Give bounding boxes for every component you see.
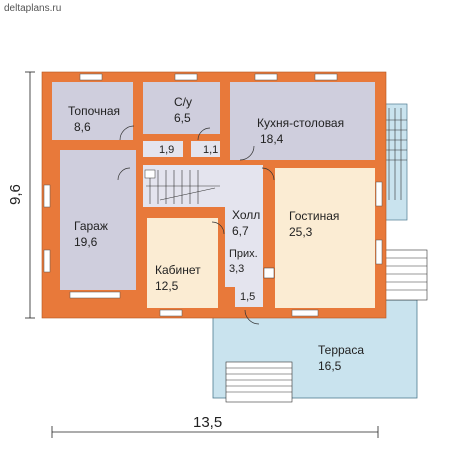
room-closet-a — [143, 141, 183, 157]
label-entry-name: Прих. — [229, 248, 258, 260]
label-entry-area: 3,3 — [229, 263, 244, 275]
label-closet-c-area: 1,5 — [240, 291, 255, 303]
doors — [117, 125, 275, 325]
dimension-height-label: 9,6 — [7, 184, 24, 205]
label-garage-name: Гараж — [74, 219, 108, 233]
room-closet-c — [235, 287, 263, 307]
room-entry — [227, 255, 263, 283]
label-kitchen-area: 18,4 — [260, 132, 284, 146]
room-bath — [143, 82, 220, 134]
label-living-area: 25,3 — [289, 225, 313, 239]
label-garage-area: 19,6 — [74, 235, 98, 249]
dimension-width-label: 13,5 — [193, 414, 222, 431]
label-bath-area: 6,5 — [174, 111, 191, 125]
windows — [43, 73, 383, 317]
terrace-steps — [225, 361, 293, 403]
label-hall-area: 6,7 — [232, 224, 249, 238]
label-boiler-name: Топочная — [68, 104, 120, 118]
side-stairs-upper — [382, 103, 408, 221]
fireplace-marker — [263, 267, 275, 279]
side-stairs-lower — [382, 249, 428, 301]
room-living — [275, 168, 375, 308]
label-hall-name: Холл — [232, 208, 260, 222]
label-study-area: 12,5 — [155, 279, 179, 293]
label-terrace-area: 16,5 — [318, 359, 342, 373]
room-study — [147, 218, 218, 308]
label-closet-b-area: 1,1 — [203, 144, 218, 156]
label-study-name: Кабинет — [155, 263, 201, 277]
label-bath-name: С/у — [174, 95, 192, 109]
room-boiler — [52, 82, 133, 140]
room-closet-b — [191, 141, 220, 157]
label-living-name: Гостиная — [289, 209, 339, 223]
label-closet-a-area: 1,9 — [159, 144, 174, 156]
dimension-horizontal — [51, 426, 379, 438]
label-kitchen-name: Кухня-столовая — [257, 116, 344, 130]
site-label: deltaplans.ru — [4, 3, 61, 14]
label-terrace-name: Терраса — [318, 343, 364, 357]
internal-stairs — [146, 170, 220, 204]
label-boiler-area: 8,6 — [74, 120, 91, 134]
room-garage — [60, 150, 136, 290]
dimension-vertical — [25, 71, 35, 319]
marker-box-a — [144, 169, 156, 179]
